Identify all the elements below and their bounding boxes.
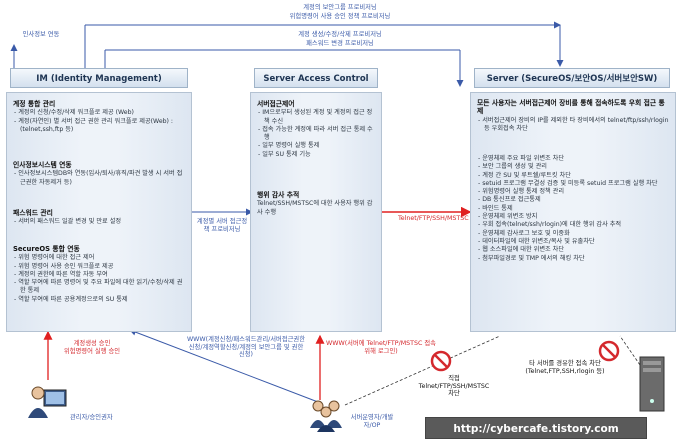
sac-section-audit: 행위 감사 추적 Telnet/SSH/MSTSC에 대한 사용자 행위 감사 … xyxy=(257,191,377,217)
no-entry-icon xyxy=(430,350,452,372)
list-item: 우회 접속(telnet/ssh/rlogin)에 대한 행위 감사 추적 xyxy=(477,221,671,229)
list-item: 인사정보시스템DB와 연동(입사/퇴사/휴직/파견 발생 시 서버 접근권한 자… xyxy=(13,170,187,187)
list-item: 접속 가능한 계정에 따라 서버 접근 통제 수행 xyxy=(257,126,377,143)
other-server-block-label: 타 서버를 경유한 접속 차단 (Telnet,FTP,SSH,rlogin 등… xyxy=(525,360,605,375)
list-item: 보안 그룹의 생성 및 관리 xyxy=(477,163,671,171)
mid-provision-label-1: 계정 생성/수정/삭제 프로비저닝 xyxy=(298,31,382,38)
list-item: DB 통신프로 접근통제 xyxy=(477,196,671,204)
admin-label: 관리자/승인권자 xyxy=(70,414,113,421)
im-panel: 계정 통합 관리 계정의 신청/수정/삭제 워크플로 제공 (Web) 계정(자… xyxy=(6,92,192,332)
sac-section-access: 서버접근제어 IM으로부터 생성된 계정 및 계정의 접근 정책 수신 접속 가… xyxy=(257,100,377,159)
im-section-account: 계정 통합 관리 계정의 신청/수정/삭제 워크플로 제공 (Web) 계정(자… xyxy=(13,100,187,134)
list-item: 웹 소스파일에 대한 위변조 차단 xyxy=(477,246,671,254)
sac-section-title: 행위 감사 추적 xyxy=(257,191,300,199)
list-item: 계정 간 SU 및 루트쉘/루트킷 차단 xyxy=(477,172,671,180)
list-item: 계정의 권한에 따른 역할 자동 부여 xyxy=(13,271,187,279)
list-item: 바인드 통제 xyxy=(477,205,671,213)
list-item: 계정(자연인) 별 서버 접근 권한 관리 워크플로 제공(Web) : (te… xyxy=(13,118,187,135)
im-header: IM (Identity Management) xyxy=(10,68,188,88)
hr-sync-label: 인사정보 연동 xyxy=(22,31,60,38)
sac-section-title: 서버접근제어 xyxy=(257,100,295,108)
server-section-title: 모든 사용자는 서버접근제어 장비를 통해 접속하도록 우회 접근 통제 xyxy=(477,99,665,116)
server-tower-icon xyxy=(639,356,665,412)
server-panel: 모든 사용자는 서버접근제어 장비를 통해 접속하도록 우회 접근 통제 서버접… xyxy=(470,92,676,332)
list-item: 위험 명령어에 대한 접근 제어 xyxy=(13,254,187,262)
list-item: 서버의 패스워드 일괄 변경 및 만료 설정 xyxy=(13,218,187,226)
im-section-title: SecureOS 통합 연동 xyxy=(13,245,80,253)
www-admin-arrow xyxy=(129,328,319,403)
sac-audit-text: Telnet/SSH/MSTSC에 대한 사용자 행위 감사 수행 xyxy=(257,200,373,216)
operator-group-icon xyxy=(310,400,342,432)
sac-panel: 서버접근제어 IM으로부터 생성된 계정 및 계정의 접근 정책 수신 접속 가… xyxy=(250,92,382,332)
list-item: 운영체제 감사로그 보호 및 이중화 xyxy=(477,230,671,238)
server-section-bypass: 모든 사용자는 서버접근제어 장비를 통해 접속하도록 우회 접근 통제 서버접… xyxy=(477,99,671,133)
www-admin-label: WWW(계정신청/패스워드관리/서버접근권한신청/계정역할신청/계정의 보안그룹… xyxy=(186,336,306,359)
admin-person-icon xyxy=(28,386,67,418)
operator-label: 서버운영자/개발자/OP xyxy=(350,414,394,429)
top-provision-label-1: 계정의 보안그룹 프로비저닝 xyxy=(303,4,377,11)
mid-provision-label-2: 패스워드 변경 프로비저닝 xyxy=(306,40,374,47)
www-ops-label: WWW(서버에 Telnet/FTP/MSTSC 접속위해 로그인) xyxy=(326,340,436,355)
admin-approval-label: 계정생성 승인 위험명령어 실행 승인 xyxy=(63,340,121,355)
list-item: 운영체제 위변조 방지 xyxy=(477,213,671,221)
list-item: setuid 프로그램 무결성 검증 및 미등록 setuid 프로그램 실행 … xyxy=(477,180,671,188)
im-to-sac-label: 계정별 서버 접근정책 프로비저닝 xyxy=(196,218,248,233)
list-item: 일부 명령어 실행 통제 xyxy=(257,142,377,150)
sac-header: Server Access Control xyxy=(254,68,378,88)
list-item: 역할 부여에 따른 명령어 및 주요 파일에 대한 읽기/수정/삭제 권한 통제 xyxy=(13,279,187,296)
im-section-password: 패스워드 관리 서버의 패스워드 일괄 변경 및 만료 설정 xyxy=(13,209,187,227)
other-server-line xyxy=(619,335,641,366)
list-item: 일부 SU 통제 기능 xyxy=(257,151,377,159)
top-provision-label-2: 위험명령어 사용 승인 정책 프로비저닝 xyxy=(289,13,391,20)
list-item: 역할 부여에 따른 공용계정으로의 SU 통제 xyxy=(13,296,187,304)
list-item: 첨부파일경로 및 TMP 에서의 해킹 차단 xyxy=(477,255,671,263)
list-item: 데이터파일에 대한 위변조/복사 및 유출차단 xyxy=(477,238,671,246)
im-section-title: 패스워드 관리 xyxy=(13,209,53,217)
direct-block-label: 직접 Telnet/FTP/SSH/MSTSC 차단 xyxy=(418,375,490,398)
list-item: IM으로부터 생성된 계정 및 계정의 접근 정책 수신 xyxy=(257,109,377,126)
list-item: 운영체제 주요 파일 위변조 차단 xyxy=(477,155,671,163)
list-item: 위험 명령어 사용 승인 워크플로 제공 xyxy=(13,263,187,271)
blog-url-watermark: http://cybercafe.tistory.com xyxy=(425,417,647,439)
direct-access-line xyxy=(344,335,501,406)
im-section-secureos: SecureOS 통합 연동 위험 명령어에 대한 접근 제어 위험 명령어 사… xyxy=(13,245,187,304)
list-item: 계정의 신청/수정/삭제 워크플로 제공 (Web) xyxy=(13,109,187,117)
no-entry-icon xyxy=(598,340,620,362)
im-section-title: 계정 통합 관리 xyxy=(13,100,56,108)
im-section-hr: 인사정보시스템 연동 인사정보시스템DB와 연동(입사/퇴사/휴직/파견 발생 … xyxy=(13,161,187,187)
list-item: 서버접근제어 장비의 IP를 제외한 타 장비에서의 telnet/ftp/ss… xyxy=(477,117,671,134)
server-section-os: 운영체제 주요 파일 위변조 차단 보안 그룹의 생성 및 관리 계정 간 SU… xyxy=(477,155,671,263)
im-section-title: 인사정보시스템 연동 xyxy=(13,161,72,169)
list-item: 위험명령어 실행 통제 정책 관리 xyxy=(477,188,671,196)
server-header: Server (SecureOS/보안OS/서버보안SW) xyxy=(474,68,670,88)
sac-to-server-label: Telnet/FTP/SSH/MSTSC xyxy=(398,215,469,222)
